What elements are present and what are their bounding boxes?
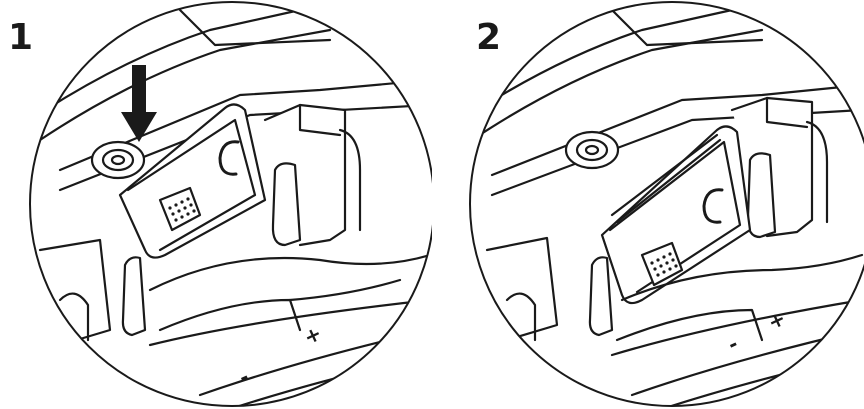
contact-clip-right-spring [805, 120, 829, 224]
compartment-floor-edge-lower [660, 353, 864, 406]
cell-trough-lower [148, 298, 432, 347]
contact-clip-right-top [298, 103, 342, 137]
contact-clip-right-spring [338, 128, 362, 232]
contact-clip-left [38, 238, 112, 347]
compartment-rim [610, 8, 764, 47]
step-2-illustration: + - [469, 1, 864, 407]
contact-tab-right [746, 152, 777, 239]
compartment-back-edge [470, 8, 734, 122]
polarity-plus-mark: + [300, 321, 325, 350]
contact-tab-left [588, 256, 614, 337]
battery-clip-letter [702, 188, 724, 224]
battery-clip-cover [600, 125, 752, 305]
step-1-number: 1 [8, 17, 34, 58]
contact-clip-right-back [730, 96, 814, 238]
contact-tab-right [271, 162, 302, 247]
contact-tab-left [121, 256, 147, 337]
battery-clip-grip [640, 241, 684, 287]
cell-trough-right [288, 278, 402, 302]
cell-divider [158, 298, 302, 332]
contact-clip-left [485, 236, 559, 342]
battery-clip-hinge-line [610, 133, 719, 217]
contact-ring-left [58, 292, 90, 342]
battery-clip-inner-edge [126, 118, 257, 252]
contact-ring-left [505, 292, 537, 342]
compartment-rim [178, 8, 332, 47]
cell-divider [615, 308, 764, 342]
polarity-plus-mark: + [764, 306, 789, 335]
screw-post-hole [110, 154, 126, 166]
battery-clip-grip-dots [168, 197, 196, 222]
cell-trough-upper [620, 253, 864, 302]
compartment-floor-edge-lower [228, 353, 432, 406]
cell-trough-upper [148, 253, 432, 292]
battery-clip-hinge-line-2 [615, 138, 722, 224]
battery-clip-grip-dots [650, 252, 678, 277]
compartment-ledge [58, 78, 432, 172]
step-1-frame [29, 1, 432, 407]
battery-clip-grip [158, 186, 202, 232]
battery-clip-inner-edge [608, 140, 742, 294]
polarity-minus-mark: - [724, 331, 742, 356]
step-2-frame [469, 1, 864, 407]
cell-trough-lower [610, 298, 864, 357]
polarity-minus-mark: - [235, 364, 253, 389]
step-1-illustration: + - [29, 1, 432, 407]
compartment-inner-edge [470, 28, 764, 142]
screw-post-hole [584, 144, 600, 156]
contact-clip-right-top [765, 96, 809, 129]
contact-clip-right-back [263, 103, 347, 247]
compartment-back-edge [30, 8, 302, 122]
battery-clip-letter [218, 140, 240, 176]
step-2-number: 2 [476, 17, 502, 58]
down-arrow-icon [121, 65, 157, 142]
